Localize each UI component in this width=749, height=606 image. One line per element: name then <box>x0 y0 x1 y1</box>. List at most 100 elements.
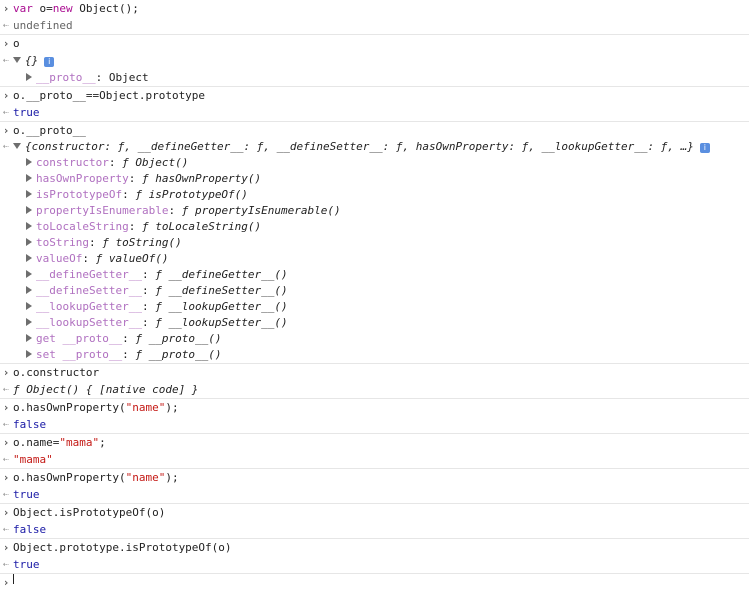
info-icon[interactable]: i <box>699 143 710 153</box>
member-value: ƒ valueOf() <box>95 252 169 265</box>
result-arrow-icon: ⇠ <box>2 559 10 570</box>
console-input-line[interactable]: › o.__proto__==Object.prototype <box>0 87 749 104</box>
code-string: "name" <box>125 401 166 414</box>
member-key: toString <box>36 236 89 249</box>
expand-triangle-icon[interactable] <box>26 270 32 278</box>
code-text: o.__proto__==Object.prototype <box>13 89 206 102</box>
expand-triangle-icon[interactable] <box>26 350 32 358</box>
console-output-line: ⇠ false <box>0 416 749 434</box>
member-colon: : <box>141 284 156 297</box>
object-member-row[interactable]: valueOf: ƒ valueOf() <box>0 251 749 267</box>
console-input-line[interactable]: › o.name="mama"; <box>0 434 749 451</box>
member-value: ƒ propertyIsEnumerable() <box>181 204 341 217</box>
member-value: ƒ isPrototypeOf() <box>135 188 248 201</box>
output-value: true <box>13 488 40 501</box>
object-member-row[interactable]: set __proto__: ƒ __proto__() <box>0 347 749 364</box>
member-colon: : <box>108 156 123 169</box>
object-member-row[interactable]: propertyIsEnumerable: ƒ propertyIsEnumer… <box>0 203 749 219</box>
object-member-row[interactable]: toLocaleString: ƒ toLocaleString() <box>0 219 749 235</box>
code-text: o <box>13 37 20 50</box>
expand-triangle-icon[interactable] <box>26 174 32 182</box>
object-summary: {constructor: ƒ, __defineGetter__: ƒ, __… <box>25 140 694 153</box>
member-colon: : <box>122 348 136 361</box>
member-key: __lookupSetter__ <box>36 316 142 329</box>
console-output-line: ⇠ "mama" <box>0 451 749 469</box>
info-icon[interactable]: i <box>44 57 55 67</box>
result-arrow-icon: ⇠ <box>2 20 10 31</box>
member-key: __proto__ <box>36 71 96 84</box>
expand-triangle-icon[interactable] <box>26 206 32 214</box>
object-member-row[interactable]: __lookupGetter__: ƒ __lookupGetter__() <box>0 299 749 315</box>
object-member-row[interactable]: get __proto__: ƒ __proto__() <box>0 331 749 347</box>
expand-triangle-icon[interactable] <box>26 73 32 81</box>
output-value: ƒ Object() { [native code] } <box>13 383 199 396</box>
code-string: "name" <box>125 471 166 484</box>
object-member-row[interactable]: __defineGetter__: ƒ __defineGetter__() <box>0 267 749 283</box>
prompt-chevron-icon: › <box>2 37 10 50</box>
expand-triangle-icon[interactable] <box>26 238 32 246</box>
prompt-chevron-icon: › <box>2 471 10 484</box>
expand-triangle-icon[interactable] <box>26 222 32 230</box>
member-value: ƒ __defineSetter__() <box>155 284 288 297</box>
member-colon: : <box>141 268 156 281</box>
console-input-line[interactable]: › o.hasOwnProperty("name"); <box>0 399 749 416</box>
object-member-row[interactable]: constructor: ƒ Object() <box>0 155 749 171</box>
text-cursor <box>13 574 14 584</box>
object-member-row[interactable]: __defineSetter__: ƒ __defineSetter__() <box>0 283 749 299</box>
code-text: ); <box>165 401 179 414</box>
member-key: constructor <box>36 156 109 169</box>
member-colon: : <box>141 316 156 329</box>
object-member-row[interactable]: __proto__: Object <box>0 69 749 87</box>
member-colon: : <box>122 188 136 201</box>
expand-triangle-icon[interactable] <box>26 302 32 310</box>
object-member-row[interactable]: toString: ƒ toString() <box>0 235 749 251</box>
console-output-line: ⇠ true <box>0 104 749 122</box>
console-output-line: ⇠ true <box>0 556 749 574</box>
prompt-chevron-icon: › <box>2 401 10 414</box>
object-member-row[interactable]: hasOwnProperty: ƒ hasOwnProperty() <box>0 171 749 187</box>
console-input-line[interactable]: › var o=new Object(); <box>0 0 749 17</box>
expand-triangle-icon[interactable] <box>26 286 32 294</box>
console-input-line[interactable]: › o <box>0 35 749 52</box>
object-member-row[interactable]: isPrototypeOf: ƒ isPrototypeOf() <box>0 187 749 203</box>
expand-triangle-icon[interactable] <box>26 254 32 262</box>
code-string: "mama" <box>59 436 100 449</box>
result-arrow-icon: ⇠ <box>2 419 10 430</box>
object-output-expanded[interactable]: ⇠ {}i <box>0 52 749 69</box>
console-input-line[interactable]: › o.constructor <box>0 364 749 381</box>
console-prompt-input[interactable]: › <box>0 574 749 589</box>
console-input-line[interactable]: › o.hasOwnProperty("name"); <box>0 469 749 486</box>
expand-triangle-icon[interactable] <box>26 158 32 166</box>
prompt-chevron-icon: › <box>2 576 10 589</box>
member-colon: : <box>82 252 96 265</box>
console-input-line[interactable]: › Object.isPrototypeOf(o) <box>0 504 749 521</box>
code-text: o.hasOwnProperty( <box>13 401 126 414</box>
expand-triangle-icon[interactable] <box>26 318 32 326</box>
code-text: ; <box>99 436 106 449</box>
member-colon: : <box>128 172 142 185</box>
result-arrow-icon: ⇠ <box>2 107 10 118</box>
member-value: ƒ __proto__() <box>135 332 222 345</box>
expand-triangle-icon[interactable] <box>13 143 21 149</box>
object-member-row[interactable]: __lookupSetter__: ƒ __lookupSetter__() <box>0 315 749 331</box>
console-output-line: ⇠ false <box>0 521 749 539</box>
expand-triangle-icon[interactable] <box>13 57 21 63</box>
result-arrow-icon: ⇠ <box>2 384 10 395</box>
member-colon: : <box>95 71 109 84</box>
console-input-line[interactable]: › o.__proto__ <box>0 122 749 139</box>
output-value: false <box>13 523 47 536</box>
code-text: Object.prototype.isPrototypeOf(o) <box>13 541 232 554</box>
output-value: "mama" <box>13 453 53 466</box>
member-value: ƒ Object() <box>122 156 189 169</box>
member-colon: : <box>168 204 182 217</box>
expand-triangle-icon[interactable] <box>26 190 32 198</box>
member-key: hasOwnProperty <box>36 172 129 185</box>
prompt-chevron-icon: › <box>2 124 10 137</box>
output-value: true <box>13 106 40 119</box>
code-text: o.name= <box>13 436 60 449</box>
expand-triangle-icon[interactable] <box>26 334 32 342</box>
console-output-line: ⇠ true <box>0 486 749 504</box>
console-input-line[interactable]: › Object.prototype.isPrototypeOf(o) <box>0 539 749 556</box>
object-summary: {} <box>25 54 39 67</box>
object-output-expanded[interactable]: ⇠ {constructor: ƒ, __defineGetter__: ƒ, … <box>0 139 749 155</box>
